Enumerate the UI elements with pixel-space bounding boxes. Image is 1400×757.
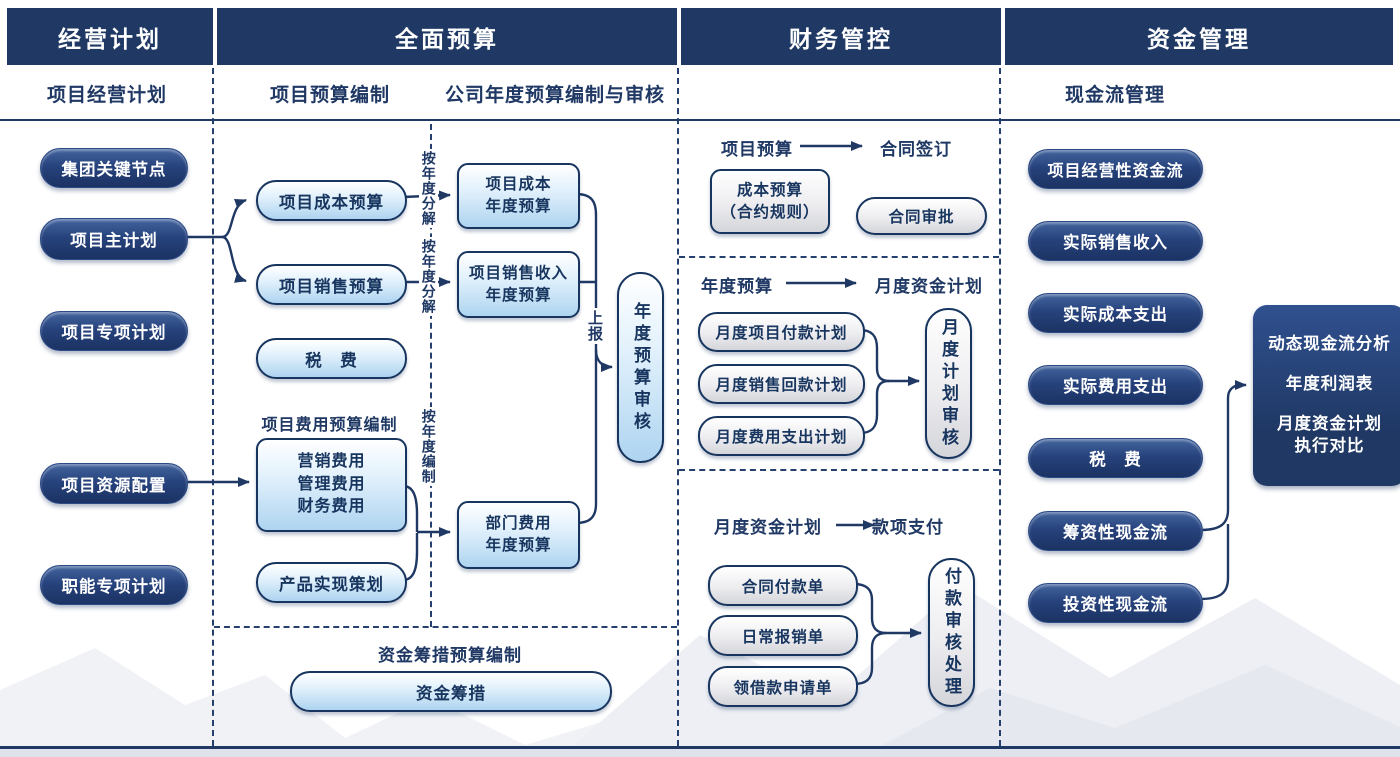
label-payment-disbursement: 款项支付 [872, 517, 944, 537]
label-project-budget: 项目预算 [721, 139, 793, 159]
node-department-fee-annual-budget: 部门费用 年度预算 [457, 501, 580, 569]
subtitle-cashflow-management: 现金流管理 [1064, 84, 1165, 106]
node-product-realization-plan: 产品实现策划 [256, 562, 407, 603]
summary-dynamic-cashflow-analysis: 动态现金流分析 [1268, 334, 1391, 353]
node-investing-cashflow: 投资性现金流 [1028, 583, 1203, 623]
subtitle-project-business-plan: 项目经营计划 [46, 84, 167, 106]
node-monthly-expense-payout-plan: 月度费用支出计划 [698, 416, 865, 456]
node-cost-budget-contract-rules: 成本预算 （合约规则） [710, 169, 830, 234]
node-taxes: 税 费 [256, 338, 407, 379]
node-taxes-fund: 税 费 [1028, 438, 1203, 478]
summary-annual-profit-statement: 年度利润表 [1285, 375, 1374, 394]
header-comprehensive-budget: 全面预算 [217, 8, 677, 65]
bottom-rule [0, 746, 1400, 749]
node-group-key-milestones: 集团关键节点 [40, 148, 188, 188]
node-project-sales-revenue-annual-budget: 项目销售收入 年度预算 [457, 251, 580, 318]
node-annual-budget-review: 年度预算审核 [617, 272, 664, 463]
label-contract-signing: 合同签订 [880, 139, 952, 159]
summary-monthly-plan-execution-comparison: 月度资金计划 执行对比 [1277, 415, 1382, 455]
node-payment-review-processing: 付款审核处理 [928, 558, 975, 707]
label-project-fee-budgeting: 项目费用预算编制 [261, 417, 398, 434]
node-loan-application-form: 领借款申请单 [708, 666, 858, 707]
divider-control-section2 [679, 469, 999, 471]
node-project-operating-cashflow: 项目经营性资金流 [1028, 149, 1203, 189]
subtitle-project-budgeting: 项目预算编制 [269, 84, 390, 106]
label-monthly-fund-plan: 月度资金计划 [875, 276, 983, 296]
label-compile-by-year: 按年度编制 [419, 407, 438, 486]
divider-col1-col2 [212, 68, 214, 746]
node-daily-reimbursement-form: 日常报销单 [708, 615, 858, 656]
label-split-by-year-1: 按年度分解 [419, 149, 438, 228]
node-monthly-sales-collection-plan: 月度销售回款计划 [698, 364, 865, 404]
subtitle-annual-budget-review: 公司年度预算编制与审核 [444, 84, 665, 106]
label-report-up: 上报 [584, 308, 604, 344]
divider-fundraising-section [214, 626, 677, 628]
label-monthly-fund-plan-2: 月度资金计划 [714, 517, 822, 537]
subtitle-underline [0, 119, 1400, 121]
node-project-sales-budget: 项目销售预算 [256, 264, 407, 305]
node-actual-expense-expenditure: 实际费用支出 [1028, 365, 1203, 405]
divider-control-section1 [679, 256, 999, 258]
node-contract-payment-form: 合同付款单 [708, 565, 858, 606]
bottom-strip [0, 749, 1400, 757]
node-project-special-plan: 项目专项计划 [40, 311, 188, 351]
divider-budget-internal [430, 124, 432, 627]
node-financing-cashflow: 筹资性现金流 [1028, 511, 1203, 551]
divider-col2-col3 [677, 68, 679, 746]
node-project-cost-annual-budget: 项目成本 年度预算 [457, 163, 580, 229]
divider-col3-col4 [999, 68, 1001, 746]
node-fundraising: 资金筹措 [290, 671, 612, 712]
node-cashflow-analysis-summary: 动态现金流分析 年度利润表 月度资金计划 执行对比 [1253, 305, 1400, 486]
node-actual-sales-revenue: 实际销售收入 [1028, 221, 1203, 261]
node-monthly-plan-review: 月度计划审核 [925, 308, 972, 459]
label-split-by-year-2: 按年度分解 [419, 237, 438, 316]
node-project-cost-budget: 项目成本预算 [256, 180, 407, 221]
header-business-planning: 经营计划 [7, 8, 213, 65]
node-actual-cost-expenditure: 实际成本支出 [1028, 293, 1203, 333]
node-project-resource-allocation: 项目资源配置 [40, 463, 188, 504]
label-fundraising-budgeting: 资金筹措预算编制 [378, 645, 522, 665]
label-annual-budget: 年度预算 [701, 276, 773, 296]
header-fund-management: 资金管理 [1005, 8, 1393, 65]
node-monthly-project-payment-plan: 月度项目付款计划 [698, 312, 865, 352]
node-functional-special-plan: 职能专项计划 [40, 565, 188, 605]
header-financial-control: 财务管控 [681, 8, 1001, 65]
node-contract-approval: 合同审批 [856, 197, 987, 235]
node-project-master-plan: 项目主计划 [40, 218, 188, 260]
node-expense-categories: 营销费用 管理费用 财务费用 [256, 438, 407, 532]
